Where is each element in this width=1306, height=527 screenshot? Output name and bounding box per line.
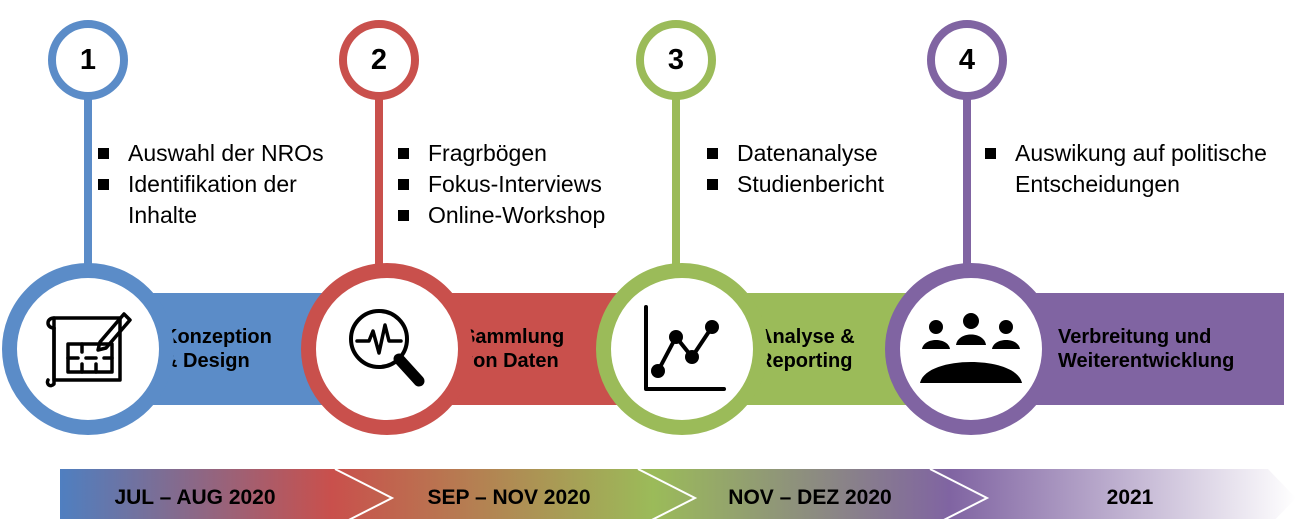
stage-2-bullet: Fokus-Interviews (398, 169, 668, 200)
stage-1-connector (84, 98, 92, 298)
meeting-people-icon (920, 313, 1022, 383)
stage-3-number-circle: 3 (636, 20, 716, 100)
stage-4-number: 4 (958, 43, 976, 76)
stage-3-title-line2: Reporting (758, 350, 853, 372)
stage-3-number: 3 (667, 43, 685, 76)
stage-2-number: 2 (370, 43, 388, 76)
stage-2-bullet: Fragrbögen (398, 138, 668, 169)
stage-1-title-line2: & Design (163, 350, 250, 372)
stage-3-title-line1: Analyse & (758, 326, 855, 348)
line-chart-icon (644, 305, 726, 391)
stage-1-number-circle: 1 (48, 20, 128, 100)
stage-1-bullet: Auswahl der NROs (98, 138, 368, 169)
stage-1-bullet: Identifikation der Inhalte (98, 169, 368, 231)
stage-4-title-line1: Verbreitung und (1058, 326, 1212, 348)
timeline-period-4: 2021 (1106, 486, 1154, 509)
stage-3-bullet: Studienbericht (707, 169, 957, 200)
stage-1-title-line1: Konzeption (163, 326, 272, 348)
stage-1-title: Konzeption& Design (163, 293, 303, 405)
blueprint-pencil-icon (45, 312, 132, 388)
stage-2-bullets: Fragrbögen Fokus-Interviews Online-Works… (398, 138, 668, 231)
stage-4-title-line2: Weiterentwicklung (1058, 350, 1235, 372)
stage-3-connector (672, 98, 680, 298)
stage-4-number-circle: 4 (927, 20, 1007, 100)
stage-4-bullets: Auswikung auf politische Entscheidungen (985, 138, 1303, 200)
stage-3-bullets: Datenanalyse Studienbericht (707, 138, 957, 200)
stage-2-title-line2: von Daten (462, 350, 559, 372)
stage-2-title-line1: Sammlung (462, 326, 565, 348)
stage-2-number-circle: 2 (339, 20, 419, 100)
stage-2-bullet: Online-Workshop (398, 200, 668, 231)
magnifier-pulse-icon (349, 309, 425, 387)
timeline-period-1: JUL – AUG 2020 (114, 486, 276, 509)
stage-3-title: Analyse &Reporting (758, 293, 888, 405)
stage-4-connector (963, 98, 971, 298)
timeline-period-3: NOV – DEZ 2020 (728, 486, 892, 509)
stage-4-bullet: Auswikung auf politische Entscheidungen (985, 138, 1303, 200)
stage-1-bullets: Auswahl der NROs Identifikation der Inha… (98, 138, 368, 231)
stage-3-bullet: Datenanalyse (707, 138, 957, 169)
stage-1-number: 1 (79, 43, 97, 76)
stage-2-connector (375, 98, 383, 298)
timeline-period-2: SEP – NOV 2020 (427, 486, 591, 509)
